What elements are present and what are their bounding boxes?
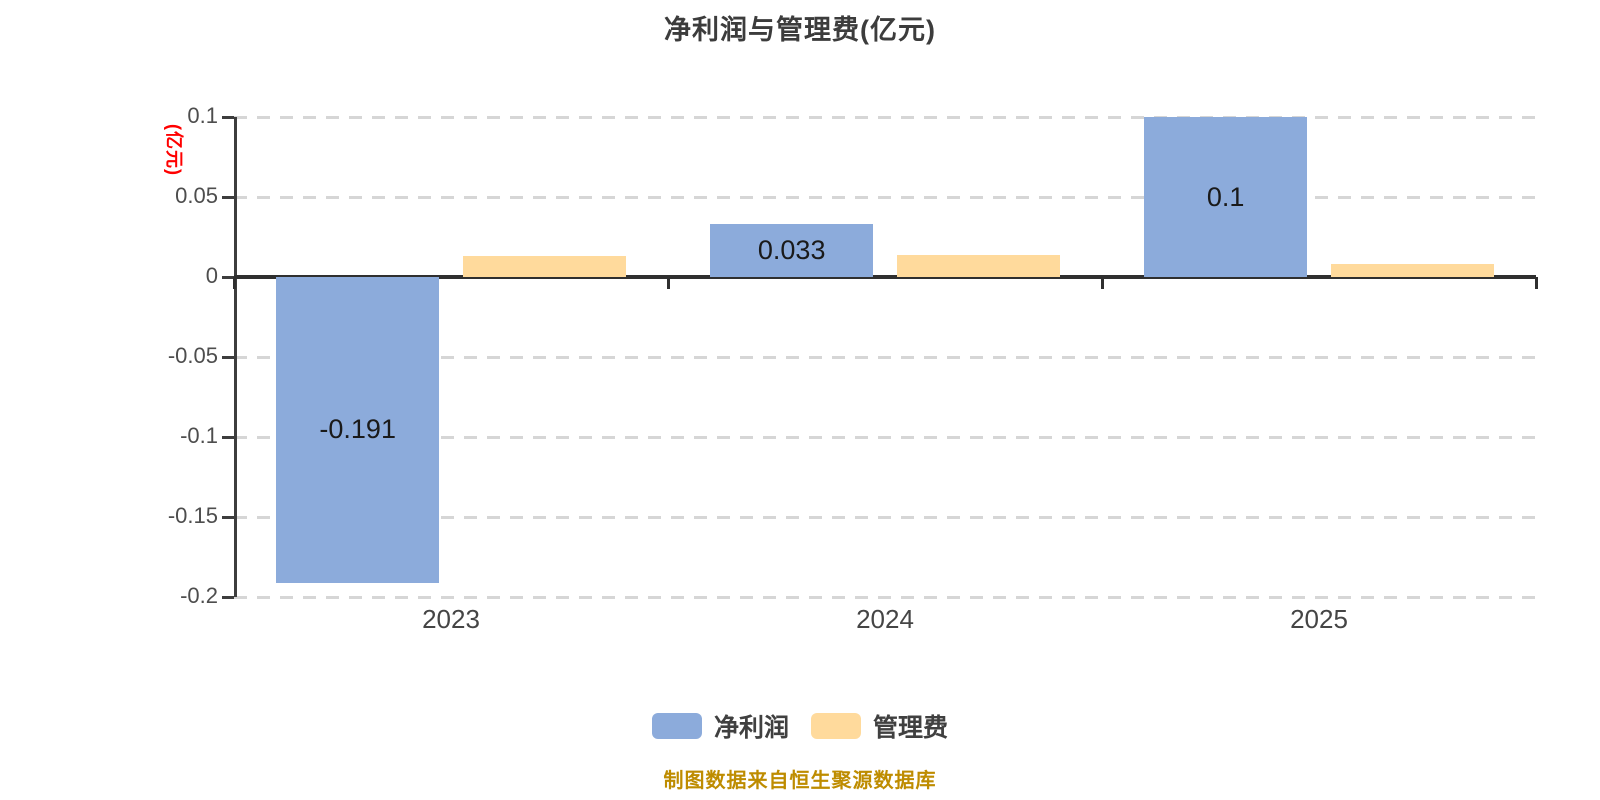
gridline-0.05 bbox=[234, 195, 1536, 199]
bar-value-label: 0.033 bbox=[757, 235, 826, 266]
mgmt-fee-swatch bbox=[811, 713, 861, 739]
x-tick-label-2024: 2024 bbox=[856, 604, 914, 634]
y-tick-mark bbox=[222, 595, 234, 599]
gridline--0.05 bbox=[234, 355, 1536, 359]
y-tick-mark bbox=[222, 275, 234, 279]
legend-item-mgmt-fee: 管理费 bbox=[811, 708, 948, 744]
gridline-0.1 bbox=[234, 115, 1536, 119]
bar-mgmt-fee-2023 bbox=[462, 256, 626, 277]
bar-value-label: 0.1 bbox=[1206, 181, 1245, 212]
y-tick-mark bbox=[222, 515, 234, 519]
y-tick-label: -0.1 bbox=[180, 423, 218, 448]
gridline--0.1 bbox=[234, 435, 1536, 439]
y-tick-mark bbox=[222, 355, 234, 359]
legend: 净利润 管理费 bbox=[0, 704, 1600, 748]
y-tick-mark bbox=[222, 195, 234, 199]
y-tick-label: -0.05 bbox=[167, 343, 218, 368]
y-axis-line bbox=[234, 117, 237, 597]
chart-title: 净利润与管理费(亿元) bbox=[664, 15, 936, 45]
bar-net-profit-2024: 0.033 bbox=[710, 224, 874, 277]
gridline--0.15 bbox=[234, 515, 1536, 519]
y-tick-label: 0.1 bbox=[187, 103, 218, 128]
bar-mgmt-fee-2024 bbox=[896, 254, 1060, 277]
y-tick-label: 0 bbox=[205, 263, 218, 288]
bar-net-profit-2025: 0.1 bbox=[1144, 117, 1308, 277]
net-profit-swatch bbox=[651, 713, 702, 739]
y-tick-label: -0.2 bbox=[180, 583, 218, 608]
mgmt-fee-legend-label: 管理费 bbox=[873, 714, 949, 742]
bar-value-label: -0.191 bbox=[319, 414, 396, 445]
y-tick-mark bbox=[222, 435, 234, 439]
net-profit-legend-label: 净利润 bbox=[713, 714, 789, 742]
y-tick-mark bbox=[222, 115, 234, 119]
x-axis-boundary-tick bbox=[666, 277, 670, 289]
x-axis-boundary-tick bbox=[1100, 277, 1104, 289]
legend-item-net-profit: 净利润 bbox=[651, 708, 789, 744]
bar-net-profit-2023: -0.191 bbox=[276, 277, 440, 583]
bar-mgmt-fee-2025 bbox=[1330, 264, 1494, 277]
y-tick-label: -0.15 bbox=[167, 503, 218, 528]
gridline--0.2 bbox=[234, 595, 1536, 599]
y-tick-label: 0.05 bbox=[175, 183, 218, 208]
x-tick-label-2023: 2023 bbox=[422, 604, 480, 634]
x-tick-label-2025: 2025 bbox=[1290, 604, 1348, 634]
x-axis-zero-line bbox=[234, 275, 1536, 279]
x-axis-boundary-tick bbox=[1534, 277, 1538, 289]
x-axis-boundary-tick bbox=[232, 277, 236, 289]
footer-data-source-note: 制图数据来自恒生聚源数据库 bbox=[663, 770, 937, 792]
